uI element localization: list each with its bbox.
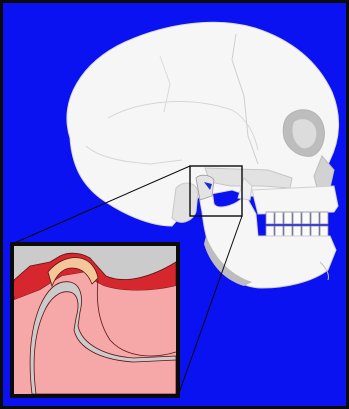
lower-tooth <box>293 226 301 237</box>
lower-tooth <box>320 226 328 237</box>
joint-inset <box>10 242 180 398</box>
lower-tooth <box>266 226 274 237</box>
upper-tooth <box>293 212 301 224</box>
upper-teeth <box>266 212 328 224</box>
upper-tooth <box>284 212 292 224</box>
lower-tooth <box>284 226 292 237</box>
upper-tooth <box>266 212 274 224</box>
lower-tooth <box>311 226 319 237</box>
upper-tooth <box>320 212 328 224</box>
lower-teeth <box>266 226 328 237</box>
upper-tooth <box>302 212 310 224</box>
lower-tooth <box>302 226 310 237</box>
upper-tooth <box>275 212 283 224</box>
lower-tooth <box>275 226 283 237</box>
maxilla <box>252 186 338 214</box>
upper-tooth <box>311 212 319 224</box>
